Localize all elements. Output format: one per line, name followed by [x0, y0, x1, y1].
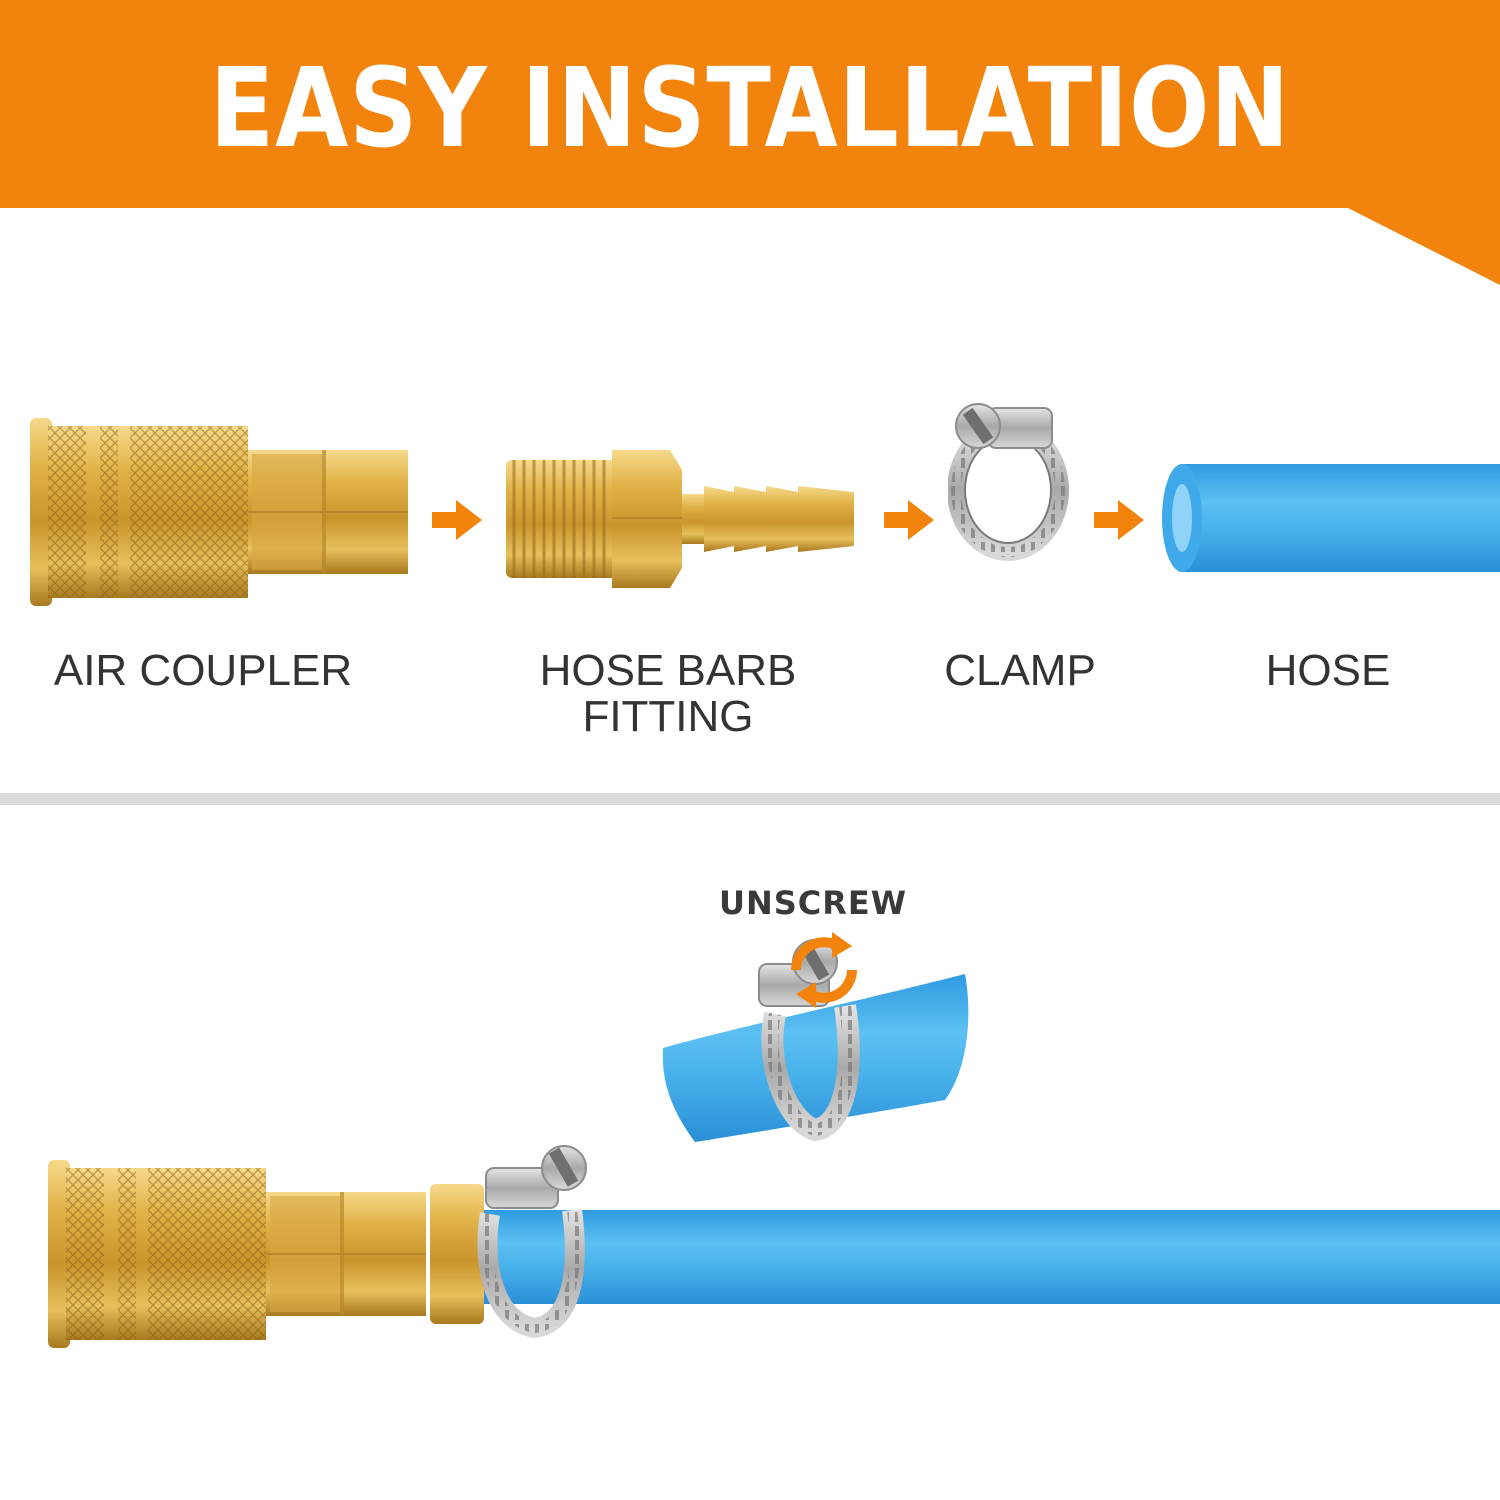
hose-clamp-icon [948, 400, 1078, 586]
assembled-hose-clamp [477, 1145, 587, 1339]
part-label-hose-barb-fitting: HOSE BARB FITTING [539, 646, 797, 741]
hose-barb-fitting-icon [506, 450, 854, 588]
air-coupler-icon [30, 418, 409, 607]
page-title: EASY INSTALLATION [209, 44, 1291, 172]
part-label-hose: HOSE [1265, 646, 1391, 695]
arrow-right-icon [884, 500, 934, 540]
unscrew-label: UNSCREW [718, 884, 908, 922]
assembled-hose [430, 1184, 1500, 1324]
part-label-clamp: CLAMP [944, 646, 1096, 695]
section-divider [0, 793, 1500, 805]
arrow-right-icon [1094, 500, 1144, 540]
assembled-air-coupler [48, 1160, 427, 1349]
part-label-air-coupler: AIR COUPLER [53, 646, 353, 695]
blue-hose-icon [1162, 464, 1500, 572]
arrow-right-icon [432, 500, 482, 540]
rotate-arrows-icon [791, 932, 857, 1008]
header-banner [0, 0, 1500, 285]
